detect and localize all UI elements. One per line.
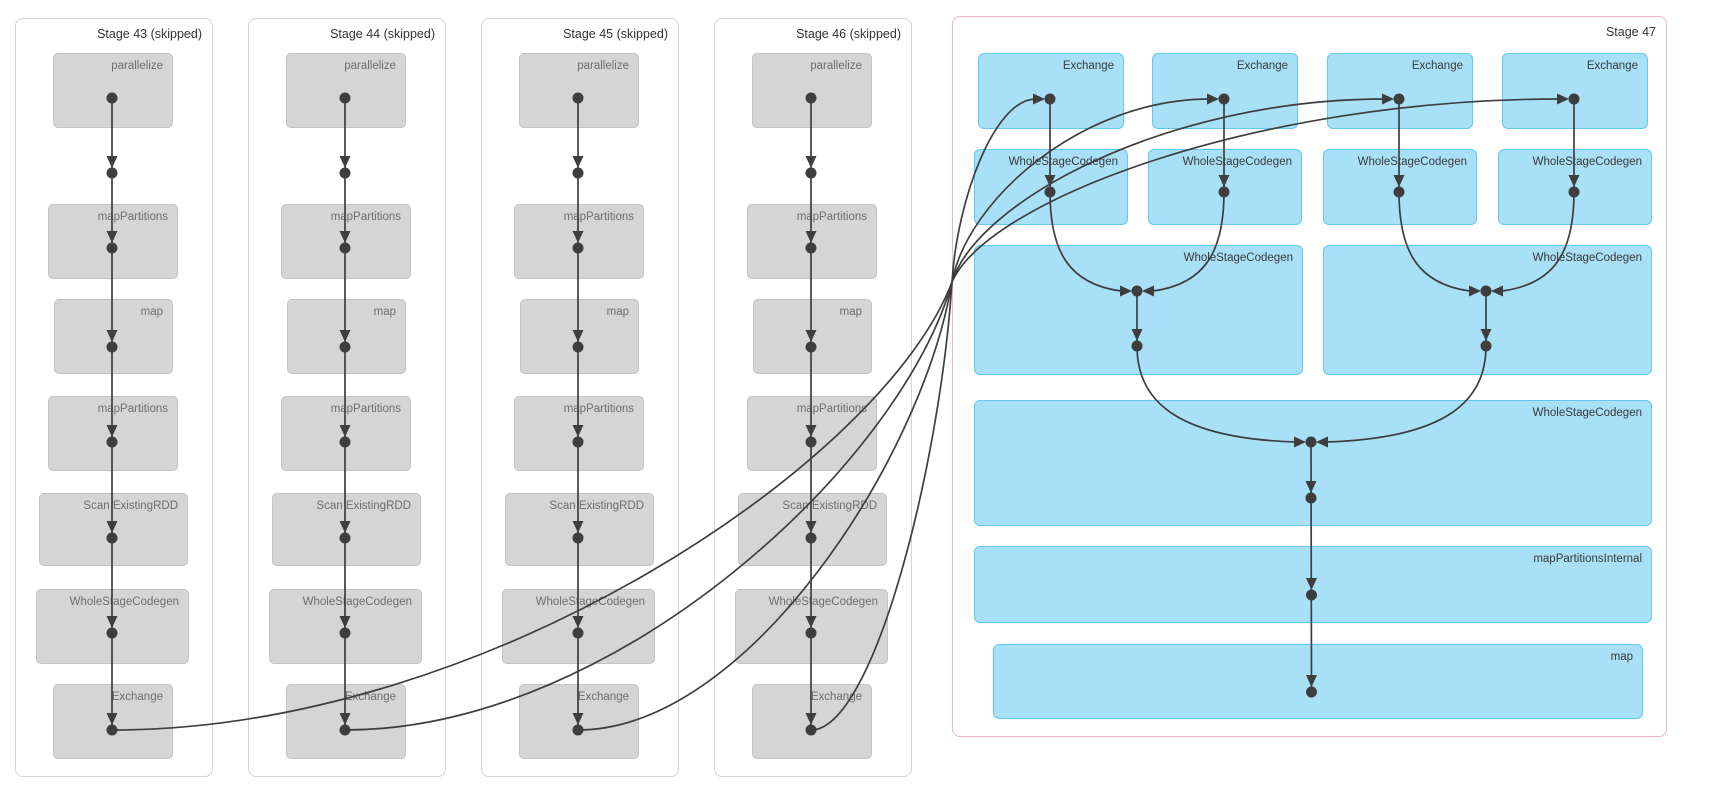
op-wholestagecodegen-merge-2[interactable]: WholeStageCodegen <box>1323 245 1652 375</box>
op-scan-existingrdd[interactable]: Scan ExistingRDD <box>272 493 421 566</box>
op-mappartitions-1[interactable]: mapPartitions <box>48 204 178 279</box>
op-mappartitions-2[interactable]: mapPartitions <box>48 396 178 471</box>
op-wholestagecodegen[interactable]: WholeStageCodegen <box>735 589 888 664</box>
op-wholestagecodegen[interactable]: WholeStageCodegen <box>269 589 422 664</box>
op-mappartitions-2[interactable]: mapPartitions <box>281 396 411 471</box>
op-map[interactable]: map <box>54 299 173 374</box>
op-mappartitions-2[interactable]: mapPartitions <box>747 396 877 471</box>
op-exchange-3[interactable]: Exchange <box>1327 53 1473 129</box>
stage-47[interactable]: Stage 47 Exchange Exchange Exchange Exch… <box>952 16 1667 737</box>
op-mappartitions-1[interactable]: mapPartitions <box>281 204 411 279</box>
op-scan-existingrdd[interactable]: Scan ExistingRDD <box>738 493 887 566</box>
op-parallelize[interactable]: parallelize <box>286 53 406 128</box>
op-map[interactable]: map <box>993 644 1643 719</box>
op-mappartitions-1[interactable]: mapPartitions <box>747 204 877 279</box>
op-exchange-2[interactable]: Exchange <box>1152 53 1298 129</box>
op-parallelize[interactable]: parallelize <box>752 53 872 128</box>
op-exchange[interactable]: Exchange <box>53 684 173 759</box>
op-map[interactable]: map <box>520 299 639 374</box>
op-wholestagecodegen[interactable]: WholeStageCodegen <box>36 589 189 664</box>
op-wholestagecodegen-3[interactable]: WholeStageCodegen <box>1323 149 1477 225</box>
stage-title: Stage 46 (skipped) <box>796 27 901 41</box>
op-mappartitionsinternal[interactable]: mapPartitionsInternal <box>974 546 1652 623</box>
op-wholestagecodegen-merge-1[interactable]: WholeStageCodegen <box>974 245 1303 375</box>
op-parallelize[interactable]: parallelize <box>519 53 639 128</box>
stage-43-skipped[interactable]: Stage 43 (skipped) parallelize mapPartit… <box>15 18 213 777</box>
op-scan-existingrdd[interactable]: Scan ExistingRDD <box>39 493 188 566</box>
op-map[interactable]: map <box>753 299 872 374</box>
op-wholestagecodegen-final[interactable]: WholeStageCodegen <box>974 400 1652 526</box>
op-exchange[interactable]: Exchange <box>286 684 406 759</box>
stage-46-skipped[interactable]: Stage 46 (skipped) parallelize mapPartit… <box>714 18 912 777</box>
op-exchange[interactable]: Exchange <box>752 684 872 759</box>
op-mappartitions-1[interactable]: mapPartitions <box>514 204 644 279</box>
op-wholestagecodegen-1[interactable]: WholeStageCodegen <box>974 149 1128 225</box>
op-scan-existingrdd[interactable]: Scan ExistingRDD <box>505 493 654 566</box>
op-exchange-1[interactable]: Exchange <box>978 53 1124 129</box>
op-parallelize[interactable]: parallelize <box>53 53 173 128</box>
stage-44-skipped[interactable]: Stage 44 (skipped) parallelize mapPartit… <box>248 18 446 777</box>
op-mappartitions-2[interactable]: mapPartitions <box>514 396 644 471</box>
stage-title: Stage 47 <box>1605 25 1656 39</box>
op-wholestagecodegen-2[interactable]: WholeStageCodegen <box>1148 149 1302 225</box>
stage-45-skipped[interactable]: Stage 45 (skipped) parallelize mapPartit… <box>481 18 679 777</box>
op-wholestagecodegen-4[interactable]: WholeStageCodegen <box>1498 149 1652 225</box>
op-exchange[interactable]: Exchange <box>519 684 639 759</box>
op-exchange-4[interactable]: Exchange <box>1502 53 1648 129</box>
stage-title: Stage 43 (skipped) <box>97 27 202 41</box>
stage-title: Stage 44 (skipped) <box>330 27 435 41</box>
stage-title: Stage 45 (skipped) <box>563 27 668 41</box>
op-map[interactable]: map <box>287 299 406 374</box>
op-wholestagecodegen[interactable]: WholeStageCodegen <box>502 589 655 664</box>
